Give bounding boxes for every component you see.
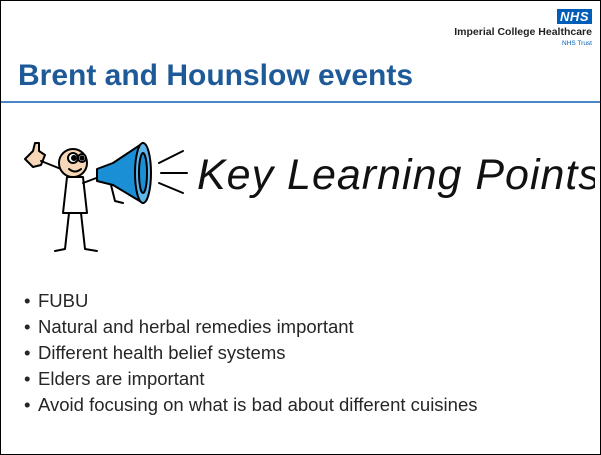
key-learning-points-illustration: Key Learning Points! (24, 142, 595, 252)
banner-text: Key Learning Points! (197, 151, 595, 199)
list-item: FUBU (24, 288, 478, 314)
organization-subtitle: NHS Trust (562, 40, 592, 47)
slide-title: Brent and Hounslow events (18, 59, 414, 92)
key-points-list: FUBU Natural and herbal remedies importa… (24, 288, 478, 418)
person-with-megaphone-icon (24, 142, 188, 252)
organization-name: Imperial College Healthcare (454, 26, 592, 38)
title-divider (1, 101, 600, 103)
list-item: Avoid focusing on what is bad about diff… (24, 392, 478, 418)
list-item: Different health belief systems (24, 340, 478, 366)
list-item: Elders are important (24, 366, 478, 392)
nhs-logo: NHS Imperial College Healthcare NHS Trus… (452, 9, 592, 59)
nhs-badge: NHS (557, 9, 592, 24)
list-item: Natural and herbal remedies important (24, 314, 478, 340)
